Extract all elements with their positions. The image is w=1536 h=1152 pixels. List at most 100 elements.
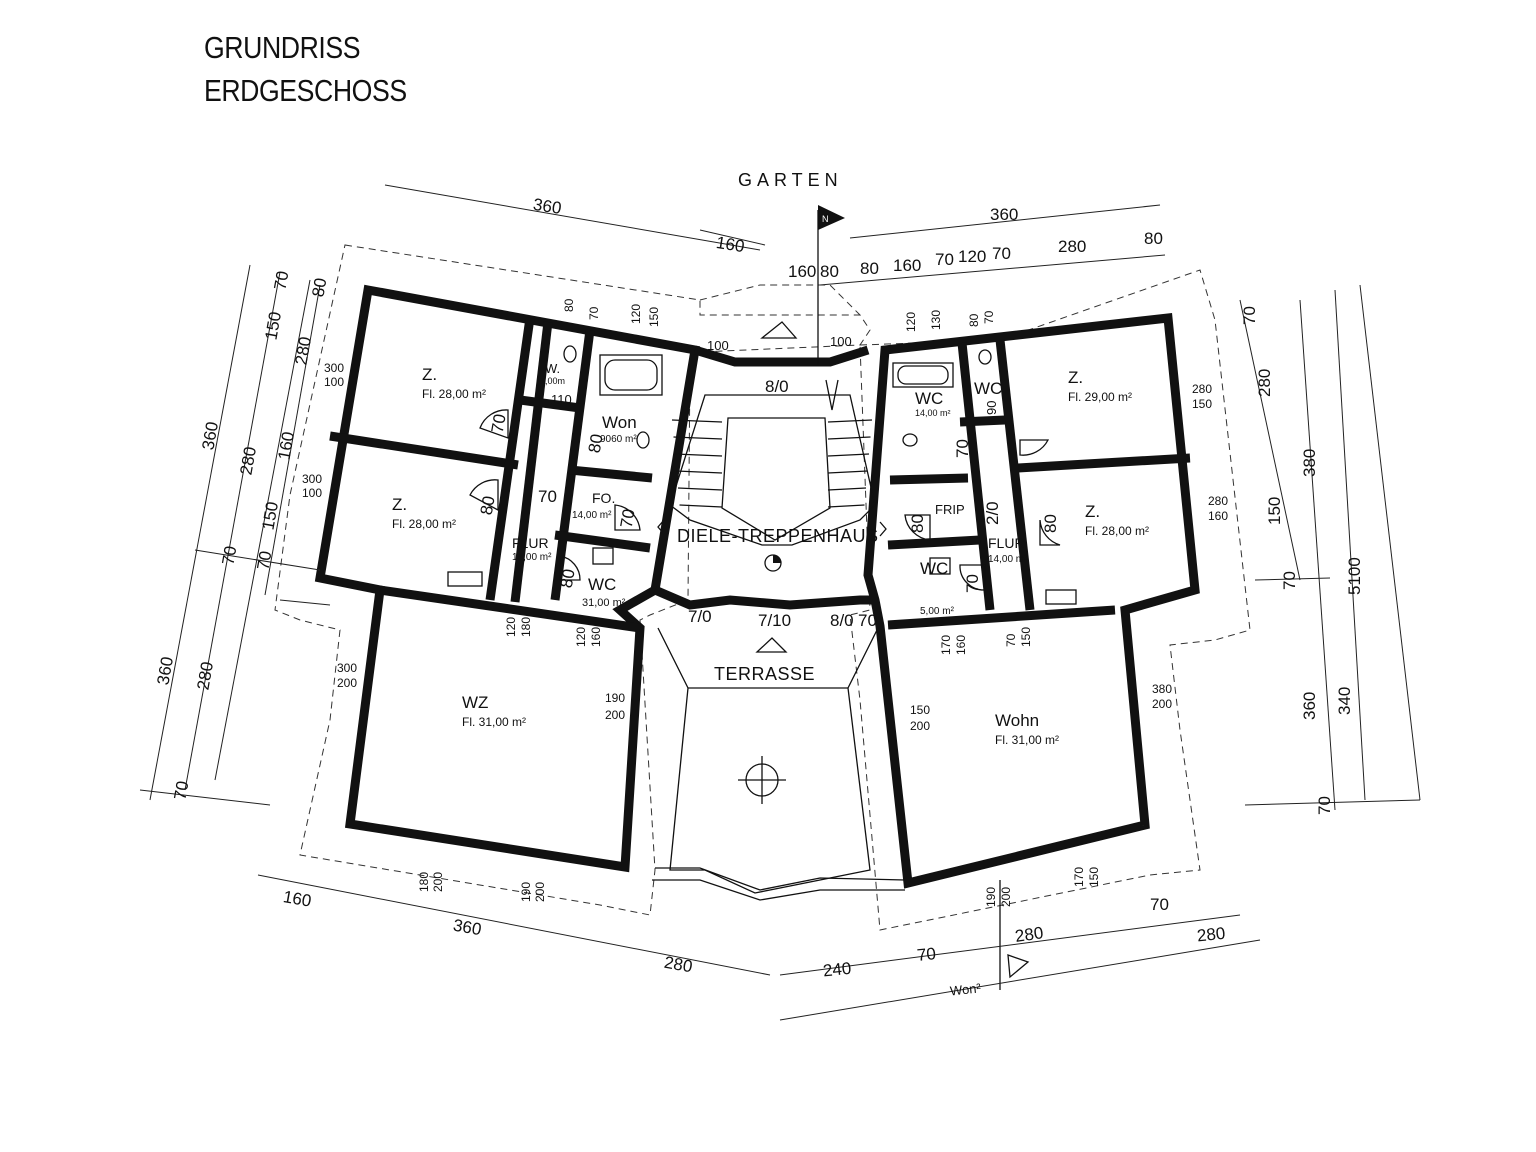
dim-label: 7/10: [758, 611, 791, 630]
dim-label: 150: [1265, 497, 1284, 525]
stair-tread: [827, 453, 870, 457]
plan-title-line1: GRUNDRISS: [204, 30, 361, 65]
room-name: WC: [915, 389, 943, 408]
dim-label: 280: [1255, 369, 1274, 397]
room-name: Z.: [392, 495, 407, 514]
dim-label: 80: [1144, 229, 1163, 248]
room-area: 9060 m²: [600, 434, 637, 445]
stair-tread: [676, 470, 723, 474]
dim-label: 360: [1300, 692, 1319, 720]
fixtures: [447, 345, 1077, 804]
dim-label: 200: [431, 872, 445, 892]
room-area: Fl. 28,00 m²: [392, 517, 456, 531]
dim-label: 70: [1004, 633, 1018, 647]
dim-label: 80: [562, 298, 576, 312]
dim-label: 110: [551, 392, 572, 407]
dim-label: 70: [218, 544, 240, 566]
dim-label: 150: [1087, 867, 1101, 887]
room-area: 1,00m: [540, 376, 565, 386]
dim-label: 300: [302, 472, 322, 486]
dim-label: 70: [587, 306, 601, 320]
dim-label: 180: [519, 617, 533, 637]
wall-left-wing: [314, 284, 701, 873]
dim-label: 280: [1196, 924, 1226, 946]
stair-tread: [827, 470, 868, 474]
dim-label: 70: [270, 269, 292, 291]
stair-tread: [677, 487, 723, 491]
dim-label: 70: [935, 250, 954, 269]
room-name: WZ: [462, 693, 488, 712]
dim-label: 380: [1152, 682, 1172, 696]
dim-label: 8/0: [765, 377, 789, 396]
dim-label: 70: [1280, 571, 1299, 590]
dim-label: 70: [953, 439, 972, 458]
dim-label: 160: [589, 627, 603, 647]
dim-label: 280: [663, 953, 694, 977]
dim-label: 200: [1152, 697, 1172, 711]
dim-label: 160: [274, 430, 298, 461]
staircase: [669, 394, 876, 546]
room-area: Fl. 29,00 m²: [1068, 390, 1132, 404]
room-name: Won: [602, 413, 637, 432]
stair-tread: [827, 419, 873, 423]
dim-label: 200: [910, 719, 930, 733]
room-area: Fl. 31,00 m²: [462, 715, 526, 729]
dim-label: 70: [1315, 796, 1334, 815]
arrow-markers: [657, 379, 887, 537]
stair-tread: [827, 436, 871, 440]
dim-label: 150: [1192, 397, 1212, 411]
dim-label: 70: [1240, 306, 1259, 325]
dim-label: 120: [629, 304, 643, 324]
door-swings: [469, 409, 1061, 591]
dim-label: 170: [1072, 867, 1086, 887]
dim-label: 100: [830, 334, 852, 349]
hall-label: DIELE-TREPPENHAUS: [677, 526, 879, 546]
room-name: Z.: [1085, 502, 1100, 521]
dim-label: 150: [258, 500, 282, 531]
dim-label: 90: [984, 401, 999, 415]
dim-label: 360: [198, 420, 222, 451]
dim-label: 100: [707, 338, 729, 353]
dim-label: 280: [1058, 237, 1086, 256]
stair-tread: [671, 419, 723, 423]
dim-label: 130: [929, 310, 943, 330]
dim-label: 280: [236, 445, 260, 476]
dim-label: 160: [954, 635, 968, 655]
room-labels: Z. Fl. 28,00 m² Z. Fl. 28,00 m² Z. Fl. 2…: [392, 361, 1149, 747]
dim-label: 2/0: [983, 501, 1002, 525]
dim-label: 5100: [1345, 557, 1364, 595]
dim-label: 120: [904, 312, 918, 332]
dim-label: 160: [788, 262, 816, 281]
dim-label: 150: [647, 307, 661, 327]
dim-label: 120: [958, 247, 986, 266]
entrance-label: Won²: [949, 980, 982, 998]
room-name: Z.: [422, 365, 437, 384]
svg-text:N: N: [822, 214, 829, 224]
room-name: WC: [974, 379, 1002, 398]
wall-center-top: [693, 345, 870, 367]
small-dimension-labels: 300 100 300 100 300 200 280 150 280 160 …: [302, 298, 1228, 907]
dim-label: 70: [982, 310, 996, 324]
dim-label: 360: [153, 655, 177, 686]
room-name: WC: [588, 575, 616, 594]
room-area: 5,00 m²: [920, 606, 955, 617]
room-area: 14,00 m²: [512, 552, 552, 563]
dim-label: 70: [170, 779, 192, 801]
room-name: FLUR: [988, 535, 1025, 551]
triangle-marker-top: [760, 321, 798, 339]
dim-label: 70: [253, 549, 275, 571]
dim-label: 70: [858, 611, 877, 630]
dim-label: 150: [261, 310, 285, 341]
dim-label: 340: [1335, 687, 1354, 715]
stair-tread: [827, 487, 867, 491]
dim-label: 200: [999, 887, 1013, 907]
dimension-labels: 360 160 360 80 160 80 160 70 120 70 280 …: [153, 195, 1364, 981]
north-arrow-icon: N: [817, 205, 845, 365]
garden-label: GARTEN: [738, 170, 843, 190]
dim-label: 280: [291, 335, 315, 366]
dim-label: 180: [417, 872, 431, 892]
dim-label: 160: [893, 256, 921, 275]
dim-label: 120: [504, 617, 518, 637]
roof-outline-left: [274, 244, 871, 916]
